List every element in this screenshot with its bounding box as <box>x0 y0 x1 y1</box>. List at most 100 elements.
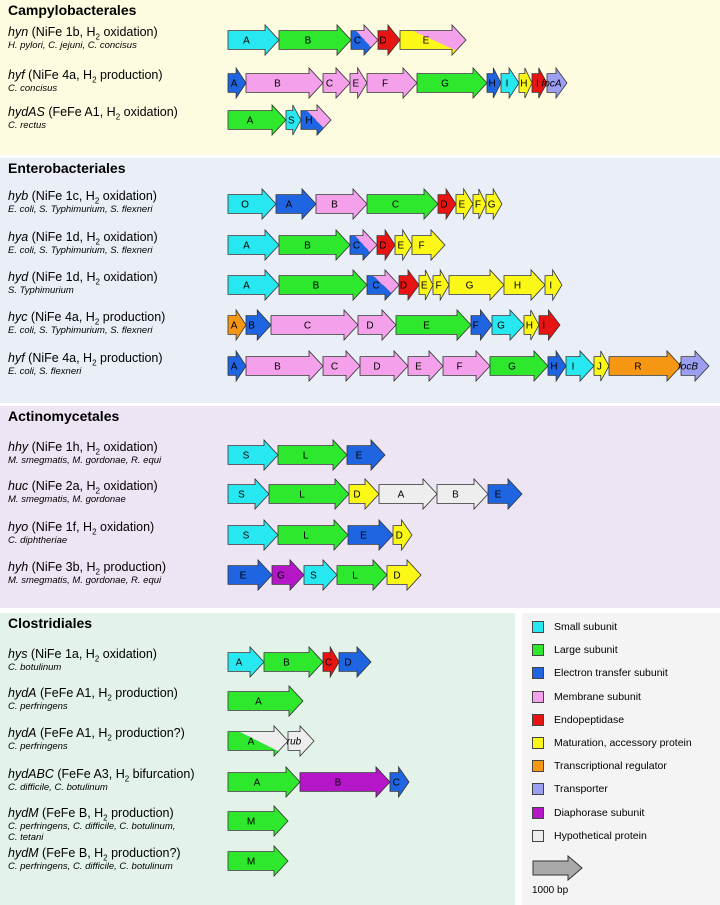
operon-species: M. smegmatis, M. gordonae, R. equi <box>8 455 162 466</box>
gene-label: I <box>506 79 509 90</box>
gene-arrow <box>377 23 401 57</box>
legend-swatch <box>532 737 544 749</box>
gene-arrow <box>227 804 289 838</box>
gene-label: I <box>549 281 552 292</box>
operon-species: E. coli, S. Typhimurium, S. flexneri <box>8 204 153 215</box>
subscript: 2 <box>95 567 100 577</box>
operon-species: C. rectus <box>8 120 47 131</box>
gene-arrow <box>227 268 280 302</box>
gene-arrow <box>518 67 533 99</box>
operon-description: (NiFe 1d, H <box>28 230 96 244</box>
subscript: 2 <box>92 527 97 537</box>
gene-label: D <box>440 200 447 211</box>
gene-arrow <box>322 645 340 679</box>
gene-arrow <box>227 765 301 799</box>
gene-arrow <box>418 269 434 301</box>
gene-arrow <box>472 188 487 220</box>
subscript: 2 <box>94 317 100 327</box>
gene-label: L <box>299 490 305 501</box>
scale-arrow <box>532 854 583 882</box>
subscript: 2 <box>115 112 121 122</box>
gene-arrow <box>315 187 368 221</box>
operon-label: hyb (NiFe 1c, H2 oxidation) <box>8 189 157 209</box>
subscript: 2 <box>92 75 97 85</box>
gene-label: H <box>520 79 527 90</box>
gene-arrow <box>271 558 305 592</box>
gene-label: H <box>514 281 521 292</box>
operon-description-end: production) <box>107 806 174 820</box>
gene-label: I <box>542 321 545 332</box>
gene-arrow <box>680 349 710 383</box>
gene-label: D <box>393 571 400 582</box>
gene-label: E <box>421 281 428 292</box>
operon-description-end: oxidation) <box>100 230 158 244</box>
gene-label: D <box>379 241 386 252</box>
legend-swatch <box>532 713 544 726</box>
gene-arrow <box>357 308 397 342</box>
operon-description: (NiFe 4a, H <box>24 351 93 365</box>
operon-species: M. smegmatis, M. gordonae <box>8 494 126 505</box>
gene-arrow <box>227 349 247 383</box>
gene-label: A <box>231 321 238 332</box>
gene-label: B <box>335 778 342 789</box>
subscript: 2 <box>95 277 100 287</box>
operon-gene-name: hydABC <box>8 767 54 781</box>
scale-bar <box>532 854 583 882</box>
operon-species: H. pylori, C. jejuni, C. concisus <box>8 40 137 51</box>
gene-label: D <box>396 531 403 542</box>
operon-description: (NiFe 1d, H <box>28 270 96 284</box>
operon-description: (NiFe 1b, H <box>28 25 96 39</box>
gene-label: S <box>238 490 245 501</box>
operon-description-end: production) <box>100 560 167 574</box>
gene-arrow <box>455 187 474 221</box>
operon-species: C. perfringens <box>8 741 68 752</box>
panel-title: Actinomycetales <box>8 408 120 424</box>
operon-species: S. Typhimurium <box>8 285 74 296</box>
operon-description: (NiFe 2a, H <box>28 479 96 493</box>
operon-label: hhy (NiFe 1h, H2 oxidation) <box>8 440 158 460</box>
gene-arrow <box>491 308 525 342</box>
operon-gene-name: hyb <box>8 189 29 203</box>
gene-label: F <box>475 200 481 211</box>
gene-arrow <box>303 558 338 592</box>
operon-description-end: oxidation) <box>120 105 178 119</box>
operon-gene-name: hydA <box>8 686 37 700</box>
operon-label: hyo (NiFe 1f, H2 oxidation) <box>8 520 154 540</box>
gene-label: C <box>353 241 360 252</box>
gene-arrow <box>227 724 289 758</box>
operon-label: hydM (FeFe B, H2 production?) <box>8 846 181 866</box>
gene-label: B <box>274 362 281 373</box>
operon-description-end: oxidation) <box>100 440 158 454</box>
gene-arrow <box>448 268 505 302</box>
subscript: 2 <box>103 853 108 863</box>
gene-label: A <box>231 79 238 90</box>
operon-description-end: oxidation) <box>100 479 158 493</box>
gene-arrow <box>544 268 563 302</box>
legend-swatch <box>532 760 544 773</box>
gene-label: A <box>236 658 243 669</box>
gene-arrow <box>227 844 289 878</box>
gene-label: H <box>526 321 533 332</box>
legend-label: Transcriptional regulator <box>554 760 667 773</box>
operon-description-end: oxidation) <box>96 520 155 534</box>
gene-arrow <box>227 558 273 592</box>
gene-label: C <box>331 362 338 373</box>
gene-label: E <box>356 451 363 462</box>
gene-arrow <box>436 477 489 511</box>
gene-label: E <box>458 200 465 211</box>
gene-arrow <box>348 477 380 511</box>
gene-label: A <box>254 778 261 789</box>
gene-arrow <box>322 66 351 100</box>
gene-label: A <box>398 490 405 501</box>
subscript: 2 <box>94 196 100 206</box>
gene-arrow <box>470 308 493 342</box>
gene-arrow <box>322 349 361 383</box>
gene-label: E <box>423 321 430 332</box>
operon-gene-name: hya <box>8 230 29 244</box>
gene-label: C <box>392 200 399 211</box>
gene-label: G <box>508 362 516 373</box>
gene-label: L <box>303 451 309 462</box>
subscript: 2 <box>103 813 108 823</box>
gene-label: M <box>247 857 255 868</box>
